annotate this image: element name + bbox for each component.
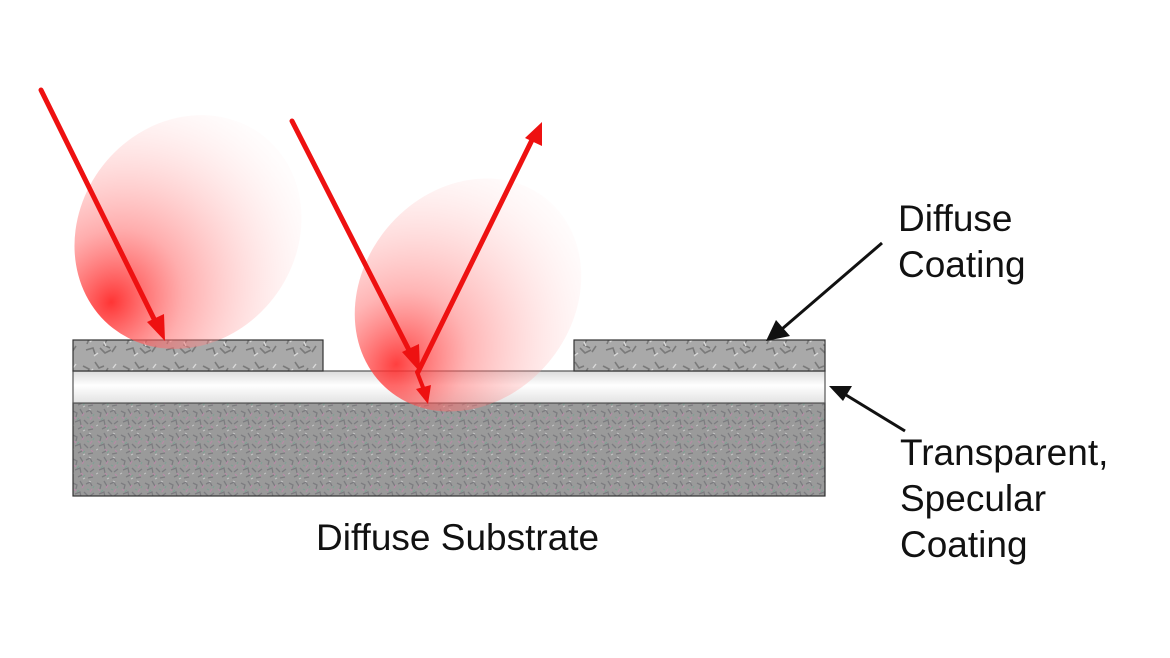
- incident-ray-left-arrowhead: [147, 314, 165, 341]
- incident-ray-middle-arrowhead: [402, 344, 420, 372]
- transparent-coating-label-line-1: Transparent,: [900, 432, 1109, 473]
- refracted-ray-middle-arrowhead: [416, 385, 431, 404]
- specular-coating-callout-line: [845, 393, 906, 433]
- specular-reflected-ray: [415, 137, 535, 375]
- light-rays: [38, 87, 542, 404]
- transparent-specular-coating-label: Transparent, Specular Coating: [900, 430, 1108, 568]
- incident-ray-middle: [289, 118, 415, 359]
- callout-arrows: [766, 241, 906, 433]
- specular-reflected-ray-arrowhead: [525, 122, 542, 146]
- diffuse-scatter-lobe-left: [74, 115, 302, 349]
- diffuse-coating-label-line-2: Coating: [898, 244, 1026, 285]
- incident-ray-left: [38, 87, 160, 328]
- refracted-ray-middle: [415, 370, 426, 392]
- diffuse-coating-label-line-1: Diffuse: [898, 198, 1013, 239]
- diffuse-coating-callout-arrowhead: [766, 320, 790, 341]
- diffuse-substrate: [72, 402, 826, 497]
- diffuse-coating-label: Diffuse Coating: [898, 196, 1026, 288]
- diffuse-coating-callout-line: [781, 241, 883, 331]
- transparent-coating-label-line-3: Coating: [900, 524, 1028, 565]
- transparent-coating-label-line-2: Specular: [900, 478, 1047, 519]
- diffuse-substrate-label: Diffuse Substrate: [316, 517, 600, 558]
- specular-coating-callout-arrowhead: [829, 386, 852, 401]
- diffuse-coating-right: [573, 339, 826, 372]
